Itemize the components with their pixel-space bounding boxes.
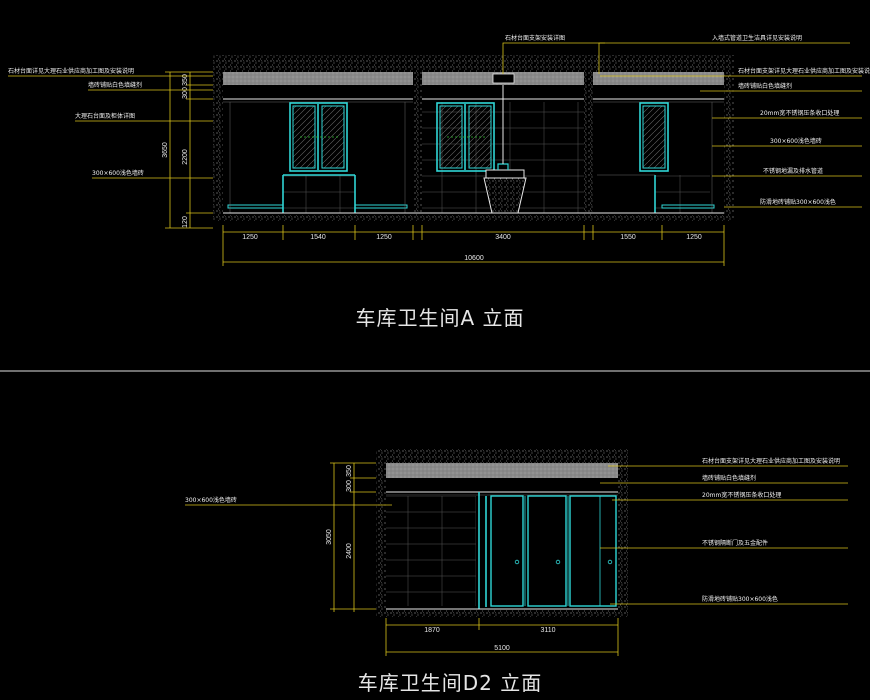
title-elevation-a: 车库卫生间A 立面 [355, 306, 524, 330]
dim-d2-total: 5100 [494, 645, 510, 652]
dim-d2-2: 3110 [540, 627, 555, 634]
dim-a-total: 10600 [464, 255, 484, 262]
dim-a-2: 1540 [310, 234, 326, 241]
label-d2-right-2: 墙砖铺贴白色填缝剂 [702, 474, 756, 482]
label-a-right-2: 墙砖铺贴白色填缝剂 [738, 82, 792, 90]
labels-top-a: 石材台面支架安装详图 入墙式管道卫生洁具详见安装说明 [502, 34, 850, 74]
label-d2-right-4: 不锈钢隔断门及五金配件 [702, 539, 768, 547]
dim-d2-left-total: 3050 [326, 529, 333, 545]
label-a-left-3: 大理石台面及柜体详图 [75, 112, 135, 120]
dim-d2-left-2: 300 [346, 480, 353, 492]
mirror-cabinet-a1 [289, 102, 348, 172]
label-a-left-2: 墙砖铺贴白色填缝剂 [88, 81, 142, 89]
dim-a-left-4: 120 [182, 216, 189, 228]
labels-right-a: 石材台面支架详见大理石业供应商加工图及安装说明 墙砖铺贴白色填缝剂 20mm宽不… [600, 67, 870, 208]
elevation-a: 1250 1540 1250 3400 1550 1250 10600 350 … [8, 34, 870, 330]
label-a-right-6: 防滑地砖铺贴300×600浅色 [760, 198, 836, 206]
dims-bottom-a: 1250 1540 1250 3400 1550 1250 10600 [222, 225, 725, 266]
label-a-right-1: 石材台面支架详见大理石业供应商加工图及安装说明 [738, 67, 870, 75]
dim-d2-1: 1870 [424, 627, 440, 634]
label-a-left-4: 300×600浅色墙砖 [92, 169, 144, 177]
dim-d2-left-1: 350 [346, 465, 353, 477]
label-d2-right-1: 石材台面支架详见大理石业供应商加工图及安装说明 [702, 457, 840, 465]
label-d2-right-5: 防滑地砖铺贴300×600浅色 [702, 595, 778, 603]
label-a-right-3: 20mm宽不锈钢压条收口处理 [760, 109, 839, 117]
dim-a-left-3: 2200 [182, 149, 189, 165]
dim-a-left-2: 300 [182, 87, 189, 99]
mirror-cabinet-a2 [436, 102, 495, 172]
title-elevation-d2: 车库卫生间D2 立面 [358, 671, 542, 695]
pedestal-basin [483, 177, 527, 214]
dim-a-6: 1250 [686, 234, 702, 241]
dim-a-left-1: 350 [182, 74, 189, 86]
dim-a-3: 1250 [376, 234, 392, 241]
dim-a-4: 3400 [495, 234, 511, 241]
label-a-right-5: 不锈钢地漏及排水管道 [763, 167, 823, 175]
label-a-top-2: 入墙式管道卫生洁具详见安装说明 [712, 34, 802, 42]
dim-a-5: 1550 [620, 234, 636, 241]
stall-door-1 [490, 495, 524, 607]
elevation-d2: 1870 3110 5100 350 300 2400 3050 300×600… [185, 449, 848, 695]
label-a-left-1: 石材台面详见大理石业供应商加工图及安装说明 [8, 67, 134, 75]
label-a-top-1: 石材台面支架安装详图 [505, 34, 565, 42]
labels-right-d2: 石材台面支架详见大理石业供应商加工图及安装说明 墙砖铺贴白色填缝剂 20mm宽不… [600, 457, 848, 605]
stall-door-2 [527, 495, 567, 607]
dim-a-1: 1250 [242, 234, 258, 241]
dim-d2-left-3: 2400 [346, 543, 353, 559]
mirror-cabinet-a3 [639, 102, 669, 172]
dims-left-a: 350 300 2200 120 3650 [162, 71, 213, 229]
stall-door-3 [569, 495, 617, 607]
dims-left-d2: 350 300 2400 3050 [326, 462, 376, 612]
label-a-right-4: 300×600浅色墙砖 [770, 137, 822, 145]
labels-left-a: 石材台面详见大理石业供应商加工图及安装说明 墙砖铺贴白色填缝剂 大理石台面及柜体… [8, 67, 213, 179]
label-d2-left-1: 300×600浅色墙砖 [185, 496, 237, 504]
dims-bottom-d2: 1870 3110 5100 [385, 618, 619, 656]
label-d2-right-3: 20mm宽不锈钢压条收口处理 [702, 491, 781, 499]
dim-a-left-total: 3650 [162, 142, 169, 158]
